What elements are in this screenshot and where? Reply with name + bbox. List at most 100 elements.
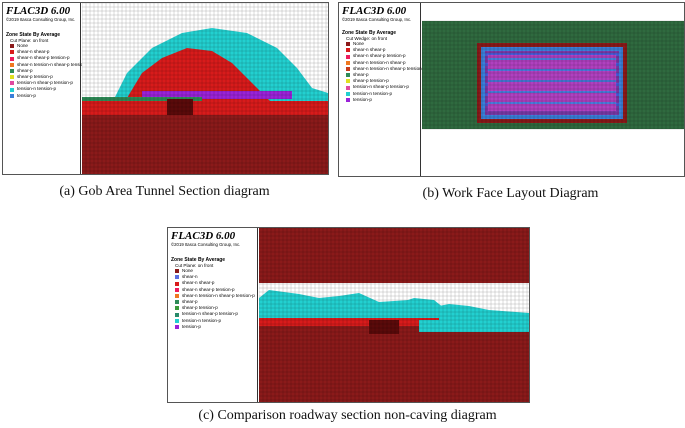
mesh-grid [422, 20, 684, 130]
plot-a [82, 3, 328, 174]
zone-state-plot-b [422, 3, 684, 176]
legend-item: shear-p [175, 299, 254, 305]
legend-swatch [346, 66, 350, 71]
zone-state-plot-c [259, 228, 529, 402]
legend-swatch [175, 300, 179, 305]
legend-swatch [346, 48, 350, 53]
legend-label: shear-n shear-p [353, 47, 386, 53]
legend-label: shear-p tension-p [353, 78, 389, 84]
legend-swatch [175, 318, 179, 323]
shear-caving-zone [127, 48, 272, 103]
legend-swatch [346, 97, 350, 102]
tension-lump [399, 298, 444, 314]
legend-swatch [10, 75, 14, 80]
legend-item: shear-n shear-p tension-p [175, 287, 254, 293]
legend-swatch [346, 42, 350, 47]
legend-label: shear-n tension-n shear-p tension-p [17, 61, 90, 67]
legend-item: tension-n tension-p [346, 91, 417, 97]
legend-zone-state: Zone State By Average [171, 257, 226, 263]
legend-swatch [10, 81, 14, 86]
panel-b: FLAC3D 6.00 ©2019 Itasca Consulting Grou… [338, 2, 685, 177]
legend-item: shear-p tension-p [346, 78, 417, 84]
legend-label: shear-p [182, 299, 198, 305]
legend-label: tension-n tension-p [353, 90, 393, 96]
legend-swatch [346, 54, 350, 59]
legend-item: tension-n shear-p tension-p [175, 311, 254, 317]
legend-label: shear-n shear-p [182, 280, 215, 286]
legend-cut-plane: Cut Plane: on front [10, 38, 49, 43]
legend-item: shear-n shear-p [346, 47, 417, 53]
legend-label: shear-n shear-p tension-p [182, 286, 235, 292]
legend-item: None [346, 41, 417, 47]
legend-label: tension-p [182, 323, 201, 329]
legend-item: shear-n tension-n shear-p tension-p [346, 66, 426, 72]
tunnel-opening [167, 99, 193, 115]
legend-item: shear-p tension-p [10, 74, 77, 80]
tension-pocket [232, 53, 292, 93]
plot-c [259, 228, 529, 402]
legend-swatch [175, 287, 179, 292]
mesh-grid [259, 228, 529, 402]
legend-item: tension-n tension-p [10, 86, 77, 92]
legend-label: shear-n tension-n shear-p [353, 59, 406, 65]
tension-stripe [485, 53, 619, 56]
legend-label: tension-n tension-p [182, 317, 222, 323]
panel-c: FLAC3D 6.00 ©2019 Itasca Consulting Grou… [167, 227, 530, 403]
legend-a: FLAC3D 6.00 ©2019 Itasca Consulting Grou… [3, 3, 90, 174]
legend-title: FLAC3D 6.00 [171, 230, 236, 242]
caption-a: (a) Gob Area Tunnel Section diagram [59, 184, 270, 199]
legend-label: shear-p tension-p [182, 305, 218, 311]
zone-state-plot-a [82, 3, 328, 174]
legend-item: tension-n shear-p tension-p [346, 84, 417, 90]
legend-label: None [17, 43, 28, 48]
legend-item: shear-n shear-p tension-p [346, 53, 417, 59]
plot-b [422, 3, 684, 176]
legend-item: shear-p tension-p [175, 305, 254, 311]
shear-strip [259, 318, 439, 326]
legend-item: shear-p [10, 68, 77, 74]
lower-rock [259, 326, 529, 402]
legend-swatch [346, 91, 350, 96]
legend-label: tension-n shear-p tension-p [353, 84, 409, 90]
legend-item: shear-n shear-p [10, 49, 77, 55]
caption-c: (c) Comparison roadway section non-cavin… [198, 408, 497, 423]
legend-label: shear-p [353, 72, 369, 78]
legend-item: shear-n shear-p [175, 280, 254, 286]
legend-label: shear-n tension-n shear-p tension-p [182, 292, 255, 298]
legend-swatch [10, 56, 14, 61]
legend-label: tension-p [17, 92, 36, 98]
legend-label: shear-n shear-p tension-p [17, 55, 70, 61]
legend-item: shear-n shear-p tension-p [10, 55, 77, 61]
legend-item: tension-p [175, 324, 254, 330]
inner-stripe [488, 58, 616, 60]
legend-item: tension-n shear-p tension-p [10, 80, 77, 86]
legend-c: FLAC3D 6.00 ©2019 Itasca Consulting Grou… [168, 228, 258, 402]
legend-cut-plane: Cut Wedge: on front [346, 36, 388, 41]
legend-zone-state: Zone State By Average [6, 32, 61, 38]
inner-stripe [488, 102, 616, 104]
legend-item: shear-p [346, 72, 417, 78]
legend-b: FLAC3D 6.00 ©2019 Itasca Consulting Grou… [339, 3, 426, 176]
tension-strip-right [419, 320, 529, 332]
legend-label: None [353, 41, 364, 46]
legend-swatch [346, 73, 350, 78]
legend-swatch [10, 50, 14, 55]
inner-stripe [488, 69, 616, 71]
tension-shear-zone [488, 55, 616, 111]
legend-swatch [10, 87, 14, 92]
legend-label: None [182, 268, 193, 273]
legend-label: shear-n shear-p [17, 49, 50, 55]
legend-item: shear-n tension-n shear-p tension-p [10, 62, 90, 68]
legend-swatch [346, 85, 350, 90]
legend-item: shear-n tension-n shear-p [346, 60, 417, 66]
legend-copyright: ©2019 Itasca Consulting Group, Inc. [342, 17, 412, 22]
shear-layer [82, 101, 328, 115]
legend-label: tension-n shear-p tension-p [182, 311, 238, 317]
inner-stripe [488, 80, 616, 82]
legend-title: FLAC3D 6.00 [342, 5, 407, 17]
legend-item: tension-p [10, 93, 77, 99]
legend-item: tension-p [346, 97, 417, 103]
